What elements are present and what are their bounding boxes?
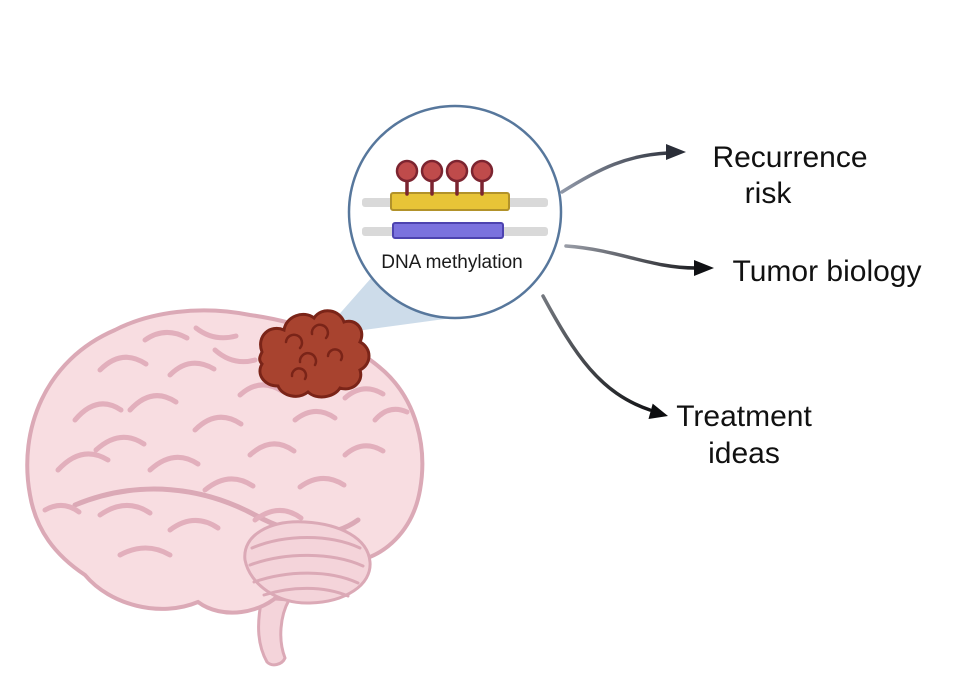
gyrus-line [127,393,179,413]
gyrus-line [292,409,338,423]
cerebellum-stripe [262,586,350,598]
label-treatment-line1: Treatment [676,400,812,433]
methyl-group-lollipop [445,159,469,183]
gyrus-line [142,330,190,343]
gyrus-line [193,325,239,341]
label-treatment-line2: ideas [708,437,780,470]
cerebellum-stripe [248,553,365,568]
gyrus-line [55,451,111,473]
cerebellum-stripe [252,571,360,585]
arrowhead-tumor-biology [694,260,714,276]
gyrus-line [167,518,221,533]
tumor-texture [310,323,330,340]
gyrus-line [147,454,201,473]
methyl-group-lollipop [395,159,419,183]
cerebellum [243,520,372,605]
tumor-texture [326,348,344,362]
methyl-group-lollipop [420,159,444,183]
dna-methylation-label: DNA methylation [381,252,523,273]
methyl-group-lollipops [395,159,494,196]
gyrus-line [167,360,217,378]
gyrus-line [247,441,297,458]
gyrus-line [93,434,147,453]
callout-wedge [320,268,452,336]
gyrus-line [372,406,410,423]
gyrus-line [212,347,258,365]
magnifier-circle-outline [347,104,563,320]
methyl-group-lollipop [470,159,494,183]
arrow-treatment [541,294,652,412]
arrow-tumor-biology [564,244,698,270]
magnifier-circle: DNA methylation [347,104,563,320]
brain-gyri [42,325,410,558]
label-tumor-biology: Tumor biology [733,255,922,288]
label-recurrence-line2: risk [745,177,793,210]
outcome-arrows [541,144,714,419]
tumor-texture [284,333,304,350]
gyrus-line [72,401,124,423]
arrow-recurrence [560,151,670,194]
gyrus-line [97,354,149,373]
unmethylated-region-bar [392,222,504,239]
dna-methylation-schematic: DNA methylation [362,159,548,273]
outcome-labels: Recurrence risk Tumor biology Treatment … [676,141,921,470]
gyrus-line [297,476,347,490]
brain-stem [257,596,292,667]
gyrus-line [252,508,304,523]
gyrus-line [342,443,386,458]
gyrus-line [97,503,153,518]
gyrus-line [202,476,256,493]
methylated-region-bar [390,192,510,211]
arrowhead-recurrence [666,144,686,160]
arrowhead-treatment [648,403,668,419]
tumor [258,309,371,399]
cerebellum-stripe [250,536,362,550]
label-recurrence-line1: Recurrence [712,141,867,174]
gyrus-line [192,414,244,433]
tumor-body [258,309,371,399]
tumor-texture [290,367,308,381]
gyrus-line [42,503,82,515]
gyrus-line [117,545,173,558]
tumor-texture [298,351,318,367]
gyrus-line [342,386,386,401]
